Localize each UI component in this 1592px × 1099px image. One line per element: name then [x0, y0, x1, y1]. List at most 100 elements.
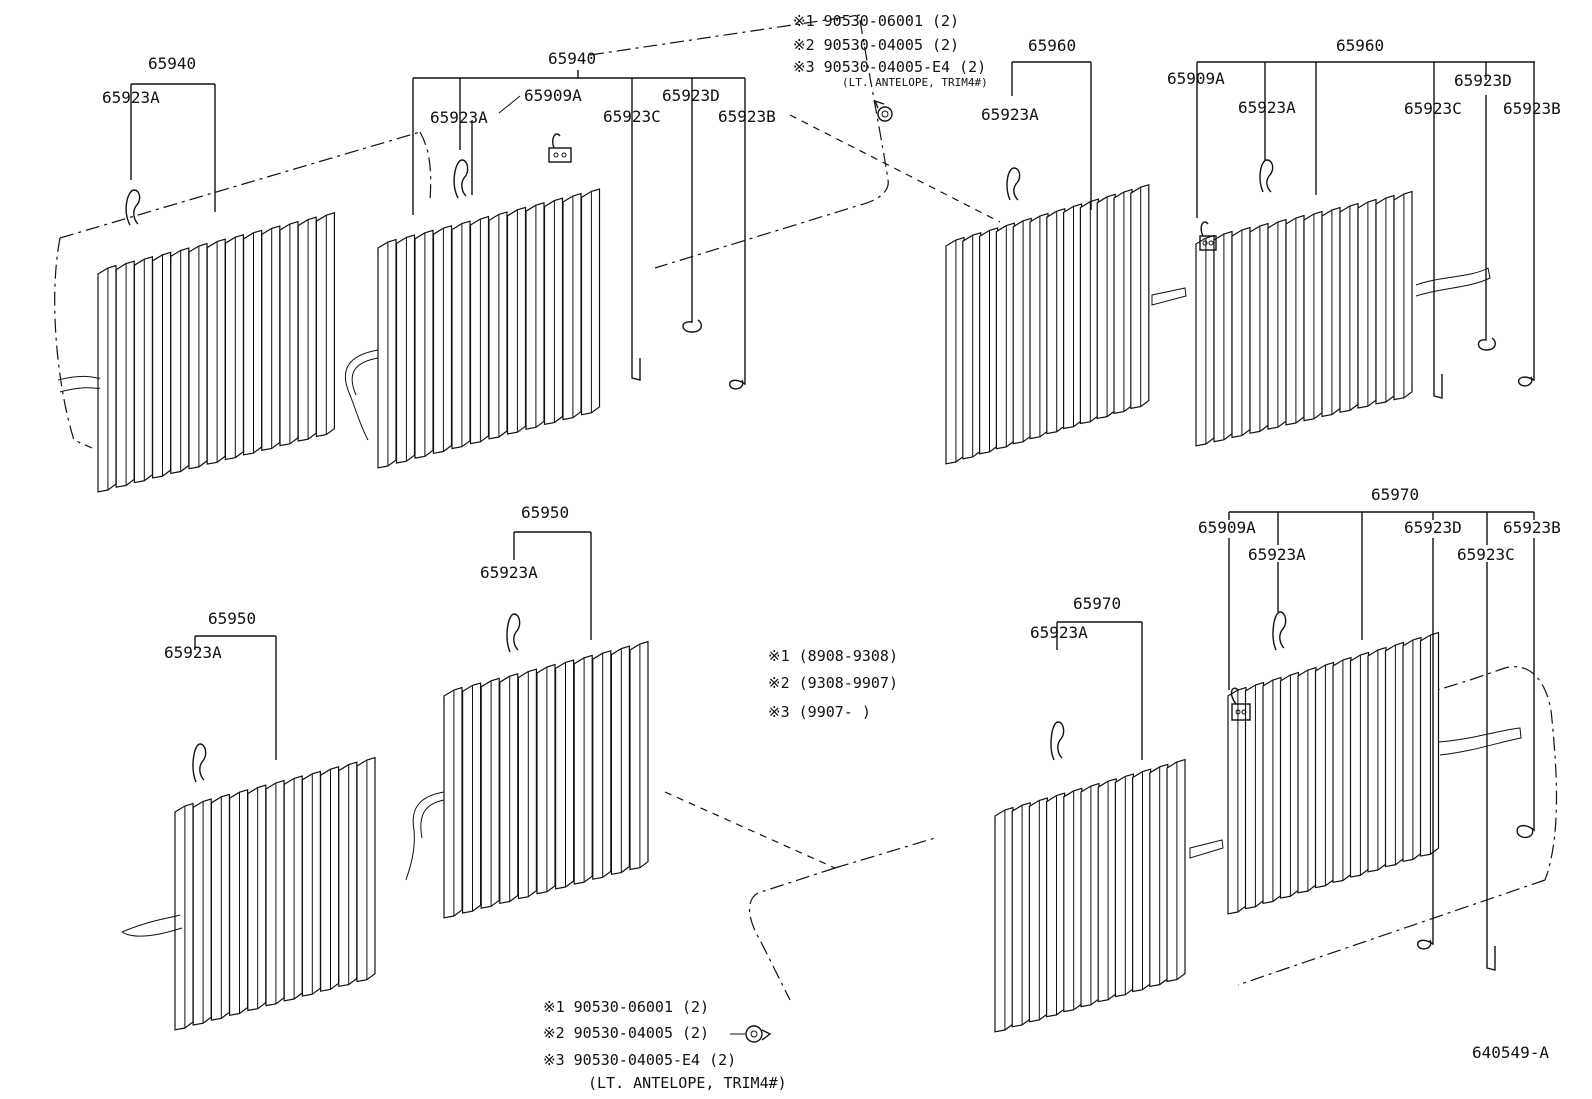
- label-65923a-d: 65923A: [1238, 98, 1296, 117]
- label-65909a-d: 65909A: [1167, 69, 1225, 88]
- blind-slat: [1332, 656, 1352, 884]
- blind-slat: [1113, 188, 1133, 415]
- label-65940-a: 65940: [148, 54, 196, 73]
- blind-slat: [555, 659, 575, 890]
- blind-slat: [261, 225, 281, 451]
- clip-icon: [1433, 360, 1443, 399]
- hook-icon: [192, 743, 207, 783]
- blind-slat: [499, 672, 519, 905]
- blind-slat: [451, 220, 471, 450]
- blind-slat: [315, 211, 335, 438]
- clip-fastener-icon: [745, 1025, 772, 1043]
- blind-slat: [1285, 214, 1305, 426]
- blind-slat: [283, 775, 303, 1002]
- blind-slats-c: [945, 183, 1150, 465]
- blind-slat: [1046, 792, 1066, 1018]
- blind-slat: [1063, 203, 1083, 430]
- label-65923a-e: 65923A: [164, 643, 222, 662]
- blind-slat: [1028, 797, 1048, 1023]
- blind-slat: [1012, 217, 1032, 445]
- blind-slat: [229, 788, 249, 1017]
- blind-slat: [1314, 661, 1335, 889]
- blind-slat: [1419, 631, 1440, 857]
- blind-slat: [1393, 190, 1413, 401]
- label-65960-c: 65960: [1028, 36, 1076, 55]
- fastener-top-line4: (LT. ANTELOPE, TRIM4#): [842, 76, 988, 89]
- blind-slat: [610, 645, 630, 876]
- label-65923d-b: 65923D: [662, 86, 720, 105]
- clip-icon: [1486, 935, 1496, 971]
- blind-slat: [1011, 801, 1031, 1028]
- drawing-number: 640549-A: [1472, 1043, 1549, 1062]
- blind-slat: [945, 236, 965, 465]
- blind-slat: [432, 224, 453, 455]
- blind-slats-e: [174, 756, 376, 1031]
- blind-slat: [188, 242, 208, 470]
- label-65909a-b: 65909A: [524, 86, 582, 105]
- blind-slat: [1149, 763, 1169, 988]
- blind-slat: [301, 770, 321, 997]
- fastener-note-top: ※1 90530-06001 (2) ※2 90530-04005 (2) ※3…: [793, 12, 988, 122]
- blind-slat: [443, 686, 463, 919]
- blind-slat: [115, 260, 135, 488]
- blind-slat: [1227, 686, 1247, 915]
- legend-row-1: ※1 (8908-9308): [768, 647, 898, 665]
- blind-slat: [1046, 207, 1066, 435]
- blind-slat: [629, 640, 649, 871]
- blind-slat: [1244, 681, 1265, 910]
- label-65960-d: 65960: [1336, 36, 1384, 55]
- blind-slats-g: [994, 758, 1186, 1033]
- blind-slat: [1262, 676, 1282, 905]
- label-65923d-d: 65923D: [1454, 71, 1512, 90]
- blind-assembly-65940-left: 65940 65923A: [57, 54, 335, 493]
- legend-row-2: ※2 (9308-9907): [768, 674, 898, 692]
- label-65923c-b: 65923C: [603, 107, 661, 126]
- blind-slat: [469, 215, 490, 445]
- blind-slat: [592, 649, 612, 880]
- clip-icon: [1417, 930, 1434, 950]
- fastener-bottom-line4: (LT. ANTELOPE, TRIM4#): [588, 1074, 787, 1092]
- label-65940-b: 65940: [548, 49, 596, 68]
- blind-slat: [1132, 768, 1152, 993]
- label-65923a-a: 65923A: [102, 88, 160, 107]
- clip-icon: [1518, 368, 1535, 387]
- legend-row-3: ※3 (9907- ): [768, 703, 871, 721]
- blind-assembly-65960-right: 65960 65909A 65923A 65923D 65923C 65923B: [1167, 36, 1561, 447]
- fastener-top-line1: ※1 90530-06001 (2): [793, 12, 959, 30]
- blind-slat: [1267, 218, 1287, 430]
- blind-slat: [1349, 651, 1370, 878]
- label-65923c-d: 65923C: [1404, 99, 1462, 118]
- blind-slat: [243, 229, 263, 456]
- blind-assembly-65960-left: 65960 65923A: [945, 36, 1187, 465]
- blind-slat: [1029, 212, 1049, 440]
- label-65923c-h: 65923C: [1457, 545, 1515, 564]
- hook-icon: [125, 189, 141, 226]
- fastener-bottom-line1: ※1 90530-06001 (2): [543, 998, 709, 1016]
- blind-slats-d: [1195, 190, 1413, 447]
- fastener-top-line2: ※2 90530-04005 (2): [793, 36, 959, 54]
- blind-slats-b: [377, 188, 601, 469]
- label-65970-h: 65970: [1371, 485, 1419, 504]
- blind-assembly-65950-left: 65950 65923A: [121, 609, 376, 1031]
- label-65923d-h: 65923D: [1404, 518, 1462, 537]
- blind-slat: [1114, 773, 1134, 998]
- blind-slat: [517, 668, 537, 900]
- fastener-bottom-line2: ※2 90530-04005 (2): [543, 1024, 709, 1042]
- blind-slat: [543, 197, 564, 426]
- clip-icon: [682, 310, 703, 333]
- label-65909a-h: 65909A: [1198, 518, 1256, 537]
- blind-slat: [1375, 194, 1395, 405]
- bracket-icon: [1230, 687, 1251, 721]
- hook-icon: [506, 613, 521, 653]
- hook-icon: [1006, 167, 1021, 201]
- blind-slat: [995, 222, 1015, 450]
- bracket-icon: [548, 133, 572, 163]
- blind-slat: [265, 779, 285, 1007]
- blind-slat: [1080, 782, 1100, 1008]
- fastener-bottom-line3: ※3 90530-04005-E4 (2): [543, 1051, 736, 1069]
- label-65923b-b: 65923B: [718, 107, 776, 126]
- blind-slat: [525, 201, 545, 430]
- blind-slat: [170, 247, 190, 475]
- blind-slat: [414, 229, 434, 459]
- blind-slat: [994, 806, 1014, 1033]
